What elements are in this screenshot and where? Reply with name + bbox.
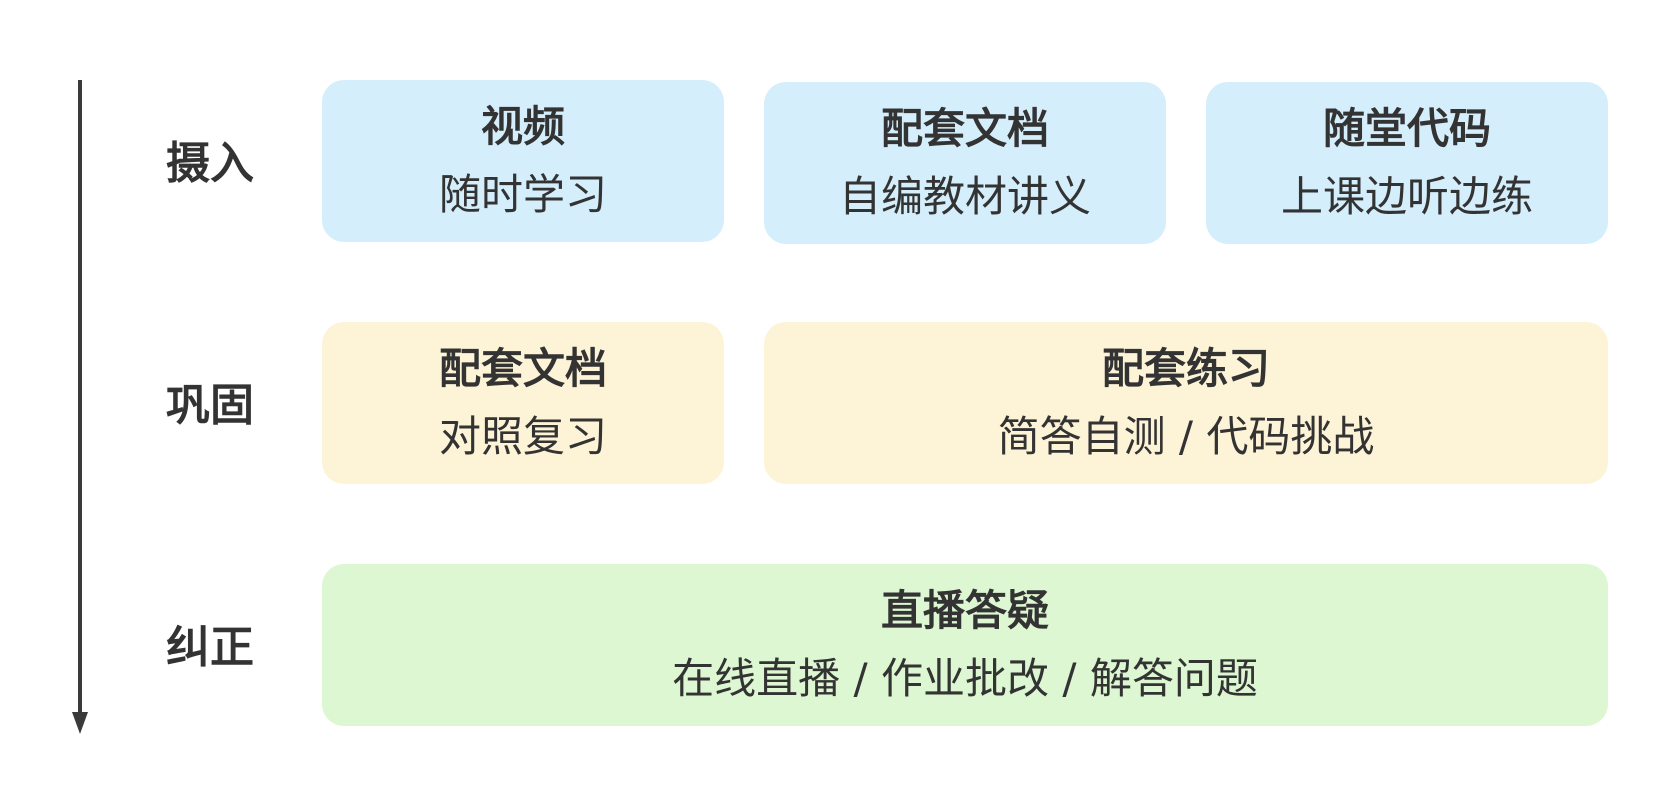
card-title: 直播答疑 (880, 585, 1049, 635)
flow-arrow-line (78, 80, 82, 720)
card-consolidate-exercises: 配套练习 简答自测 / 代码挑战 (764, 322, 1608, 484)
card-correct-live-qa: 直播答疑 在线直播 / 作业批改 / 解答问题 (322, 564, 1608, 726)
stage-label-consolidate: 巩固 (166, 380, 254, 431)
stage-label-intake: 摄入 (166, 138, 254, 189)
card-description: 自编教材讲义 (838, 172, 1091, 221)
flow-arrowhead-icon (72, 712, 88, 734)
card-title: 配套练习 (1101, 343, 1270, 393)
card-consolidate-docs: 配套文档 对照复习 (322, 322, 724, 484)
card-title: 视频 (480, 101, 565, 151)
card-intake-docs: 配套文档 自编教材讲义 (764, 82, 1166, 244)
card-description: 简答自测 / 代码挑战 (997, 412, 1375, 461)
card-title: 配套文档 (880, 103, 1049, 153)
card-description: 上课边听边练 (1280, 172, 1533, 221)
card-title: 随堂代码 (1322, 103, 1491, 153)
card-description: 随时学习 (438, 170, 607, 219)
card-title: 配套文档 (438, 343, 607, 393)
card-description: 在线直播 / 作业批改 / 解答问题 (672, 654, 1258, 703)
card-intake-video: 视频 随时学习 (322, 80, 724, 242)
stage-label-correct: 纠正 (166, 622, 254, 673)
card-intake-code: 随堂代码 上课边听边练 (1206, 82, 1608, 244)
card-description: 对照复习 (438, 412, 607, 461)
